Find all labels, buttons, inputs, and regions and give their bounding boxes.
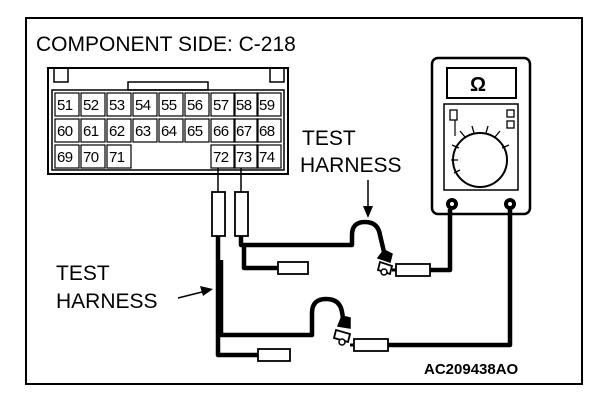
- connector-tab-left: [53, 67, 69, 83]
- pin-cell: [54, 118, 80, 143]
- pin-cell: [256, 118, 282, 143]
- component-title: COMPONENT SIDE: C-218: [36, 33, 296, 56]
- probe-pins: [211, 168, 249, 237]
- pin-label: 66: [213, 123, 229, 140]
- harness-label-upper: TEST HARNESS: [300, 127, 402, 218]
- wire-upper: [238, 219, 387, 253]
- probe-pin-73: [234, 191, 249, 237]
- pin-label: 64: [161, 123, 177, 140]
- pin-row-2: 60 61 62 63 64 65 66 67 68: [54, 118, 282, 143]
- plug-upper-loose: [277, 261, 309, 275]
- harness-label-lower: TEST HARNESS: [56, 262, 213, 313]
- pin-cell: [256, 144, 282, 169]
- pin-label: 72: [213, 149, 229, 166]
- pin-cell: [106, 92, 132, 117]
- wire-lower: [218, 260, 346, 338]
- pin-cell: [80, 92, 106, 117]
- clip-lower: [332, 315, 352, 346]
- pin-cell: [184, 118, 210, 143]
- pin-label: 57: [213, 97, 229, 114]
- pin-label: 54: [135, 97, 151, 114]
- probe-pin-72: [211, 191, 226, 237]
- pin-cell: [210, 92, 236, 117]
- harness-label-upper-line2: HARNESS: [300, 154, 402, 177]
- pin-label: 58: [236, 97, 252, 114]
- connector-c-218: 51 52 53 54 55 56 57 58 59 60 61 62 63 6…: [47, 67, 289, 175]
- harness-label-lower-line1: TEST: [56, 262, 110, 285]
- meter-switch-icon: [506, 109, 515, 118]
- arrow-down-icon: [363, 206, 373, 218]
- lead-plug-upper: [395, 263, 431, 277]
- pin-cell: [210, 118, 236, 143]
- pin-cell: [233, 118, 259, 143]
- wire-lower-main: [215, 236, 258, 358]
- clip-upper: [376, 249, 394, 276]
- pin-cell: [80, 118, 106, 143]
- lead-plug-lower: [353, 338, 389, 352]
- pin-cell: [233, 92, 259, 117]
- pin-cell: [256, 92, 282, 117]
- diagram-frame: [25, 17, 583, 385]
- pin-cell: [210, 144, 236, 169]
- figure-code: AC209438AO: [424, 361, 519, 378]
- pin-cell: [106, 144, 132, 169]
- meter-panel: [443, 103, 519, 191]
- pin-label: 52: [83, 97, 99, 114]
- pin-label: 73: [236, 149, 252, 166]
- pin-row-3: 69 70 71 72 73 74: [54, 144, 282, 169]
- pin-cell: [233, 144, 259, 169]
- pin-cell: [80, 144, 106, 169]
- meter-display: [446, 67, 517, 99]
- pin-label: 56: [187, 97, 203, 114]
- multimeter: Ω: [430, 56, 532, 216]
- pin-cell: [158, 118, 184, 143]
- pin-cell: [54, 144, 80, 169]
- pin-cell: [158, 92, 184, 117]
- pin-label: 74: [259, 149, 275, 166]
- meter-lead-v-ohm: [388, 209, 513, 348]
- meter-switch-icon: [449, 109, 458, 121]
- pin-row-1: 51 52 53 54 55 56 57 58 59: [54, 92, 282, 117]
- pin-label: 65: [187, 123, 203, 140]
- connector-cavity-frame: [51, 89, 285, 171]
- plug-lower-loose: [257, 348, 291, 362]
- arrow-right-icon: [200, 286, 213, 296]
- pin-label: 63: [135, 123, 151, 140]
- meter-switch-icon: [506, 120, 515, 129]
- pin-label: 69: [57, 149, 73, 166]
- pin-cell: [132, 92, 158, 117]
- harness-label-upper-line1: TEST: [302, 127, 356, 150]
- meter-lead-com: [430, 209, 453, 273]
- test-harness-wires: [215, 209, 513, 362]
- harness-label-lower-line2: HARNESS: [56, 290, 158, 313]
- connector-housing: [47, 67, 289, 175]
- pin-label: 59: [259, 97, 275, 114]
- pin-label: 61: [83, 123, 99, 140]
- pin-label: 67: [236, 123, 252, 140]
- pin-label: 62: [109, 123, 125, 140]
- pin-label: 51: [57, 97, 73, 114]
- pin-label: 71: [109, 149, 125, 166]
- pin-label: 70: [83, 149, 99, 166]
- pin-label: 53: [109, 97, 125, 114]
- pin-label: 60: [57, 123, 73, 140]
- meter-dial: [452, 132, 508, 188]
- pin-cell: [54, 92, 80, 117]
- pin-cell: [106, 118, 132, 143]
- connector-tab-right: [269, 67, 285, 83]
- pin-cell: [184, 92, 210, 117]
- pin-label: 55: [161, 97, 177, 114]
- ohm-symbol: Ω: [470, 74, 486, 96]
- arrow-lower-line: [177, 290, 207, 299]
- pin-cell: [132, 118, 158, 143]
- pin-label: 68: [259, 123, 275, 140]
